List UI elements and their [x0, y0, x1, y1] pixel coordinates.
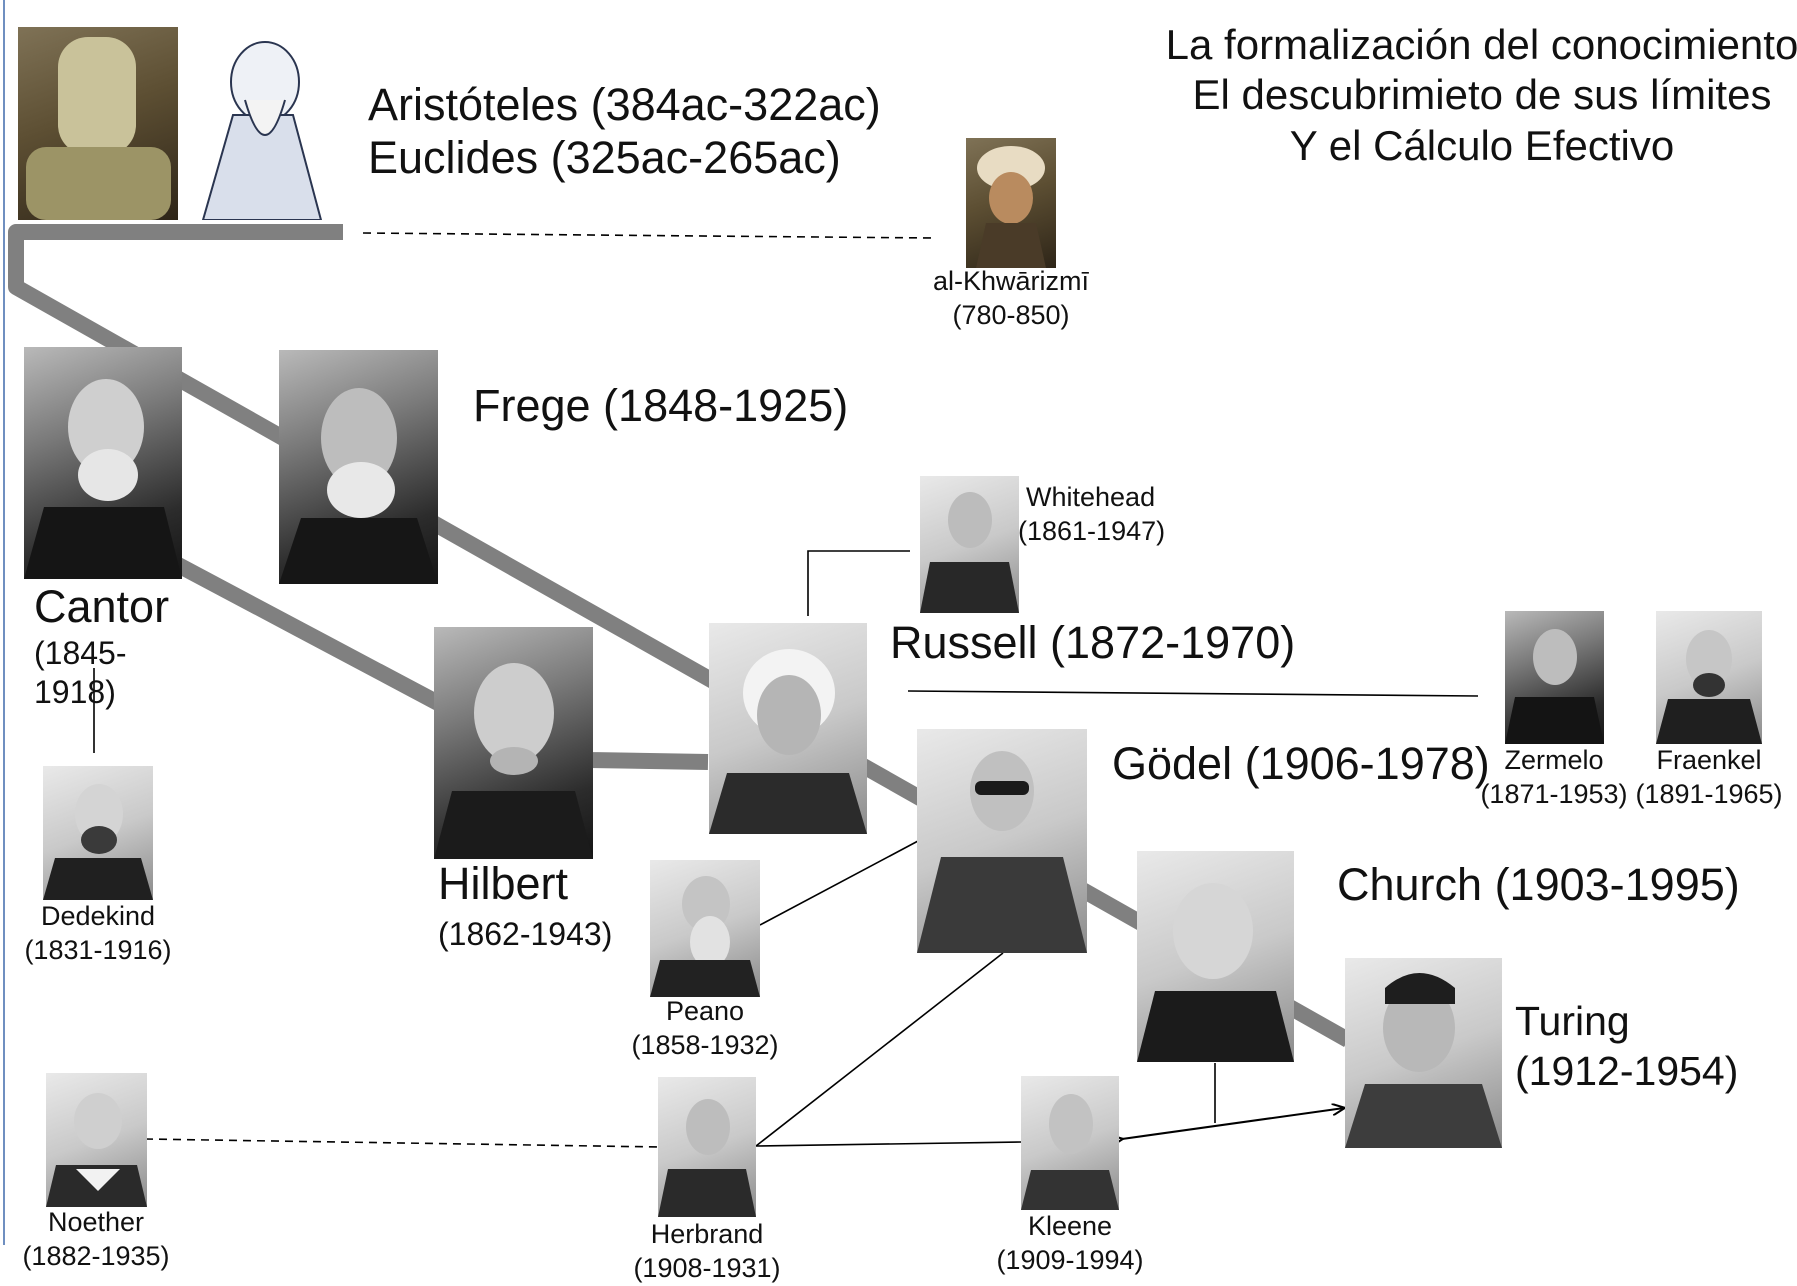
frege-label: Frege (1848-1925): [473, 380, 849, 431]
fraenkel-years: (1891-1965): [1635, 778, 1783, 809]
fraenkel-label: Fraenkel (1891-1965): [1629, 744, 1789, 812]
turing-years: (1912-1954): [1515, 1048, 1739, 1095]
dedekind-portrait: [43, 766, 153, 900]
dedekind-name: Dedekind: [40, 901, 156, 931]
noether-portrait: [46, 1073, 147, 1207]
turing-label: Turing (1912-1954): [1515, 996, 1738, 1096]
cantor-years-a: (1845-: [34, 635, 127, 671]
left-margin-rule: [3, 0, 5, 1245]
hilbert-name: Hilbert: [438, 858, 569, 909]
zermelo-years: (1871-1953): [1480, 778, 1628, 809]
euclides-portrait: [193, 20, 333, 220]
zermelo-label: Zermelo (1871-1953): [1474, 744, 1634, 812]
peano-years: (1858-1932): [631, 1029, 779, 1060]
dedekind-years: (1831-1916): [24, 934, 172, 965]
hilbert-label: Hilbert (1862-1943): [438, 857, 612, 954]
whitehead-years: (1861-1947): [1018, 515, 1166, 546]
turing-portrait: [1345, 958, 1502, 1148]
euclides-label: Euclides (325ac-265ac): [368, 132, 841, 184]
godel-portrait: [917, 729, 1087, 953]
cantor-years: (1845- 1918): [34, 634, 127, 712]
peano-name: Peano: [665, 996, 745, 1026]
church-label: Church (1903-1995): [1337, 859, 1740, 910]
zermelo-name: Zermelo: [1504, 745, 1604, 775]
herbrand-name: Herbrand: [650, 1219, 764, 1249]
link-peano-godel: [759, 840, 919, 926]
aristoteles-portrait: [18, 27, 178, 220]
hilbert-years: (1862-1943): [438, 916, 613, 953]
cantor-name: Cantor: [34, 581, 170, 632]
whitehead-portrait: [920, 476, 1019, 613]
peano-label: Peano (1858-1932): [625, 995, 785, 1063]
dedekind-label: Dedekind (1831-1916): [18, 900, 178, 968]
aristoteles-label: Aristóteles (384ac-322ac): [368, 79, 881, 130]
kleene-portrait: [1021, 1076, 1119, 1210]
khwarizmi-name: al-Khwārizmī: [932, 266, 1090, 296]
kleene-label: Kleene (1909-1994): [990, 1210, 1150, 1278]
herbrand-portrait: [658, 1077, 756, 1217]
herbrand-years: (1908-1931): [633, 1252, 781, 1283]
link-herbrand-kleene: [755, 1141, 1023, 1147]
khwarizmi-portrait: [966, 138, 1056, 268]
link-whitehead-russell: [807, 550, 910, 616]
noether-years: (1882-1935): [22, 1240, 170, 1271]
frege-portrait: [279, 350, 438, 584]
trunk-greek: [8, 224, 1352, 1047]
dashed-link-noether-herbrand: [144, 1138, 661, 1148]
fraenkel-portrait: [1656, 611, 1762, 744]
link-godel-herbrand: [755, 952, 1004, 1147]
hilbert-portrait: [434, 627, 593, 859]
fraenkel-name: Fraenkel: [1656, 745, 1762, 775]
title-line-1: La formalización del conocimiento: [1165, 21, 1797, 68]
zermelo-portrait: [1505, 611, 1604, 744]
whitehead-name: Whitehead: [1026, 482, 1156, 512]
khwarizmi-years: (780-850): [952, 299, 1070, 330]
aristoteles-euclides-label: Aristóteles (384ac-322ac) Euclides (325a…: [368, 78, 881, 184]
dashed-link-euclides-khwarizmi: [362, 232, 934, 239]
title-line-2: El descubrimieto de sus límites: [1192, 71, 1772, 119]
noether-name: Noether: [47, 1207, 145, 1237]
herbrand-label: Herbrand (1908-1931): [627, 1218, 787, 1286]
cantor-years-b: 1918): [34, 674, 116, 711]
turing-name: Turing: [1515, 998, 1630, 1044]
russell-portrait: [709, 623, 867, 834]
godel-label: Gödel (1906-1978): [1112, 738, 1490, 789]
slide-title: La formalización del conocimiento El des…: [1142, 20, 1797, 171]
peano-portrait: [650, 860, 760, 997]
cantor-label: Cantor: [34, 580, 169, 633]
khwarizmi-label: al-Khwārizmī (780-850): [931, 265, 1091, 333]
title-line-3: Y el Cálculo Efectivo: [1289, 121, 1675, 169]
kleene-years: (1909-1994): [996, 1244, 1144, 1275]
noether-label: Noether (1882-1935): [16, 1206, 176, 1274]
cantor-portrait: [24, 347, 182, 579]
link-russell-zermelo: [907, 690, 1479, 697]
whitehead-label: Whitehead (1861-1947): [1018, 481, 1165, 549]
russell-label: Russell (1872-1970): [890, 617, 1296, 668]
church-portrait: [1137, 851, 1294, 1062]
kleene-name: Kleene: [1027, 1211, 1113, 1241]
arrow-kleene-turing: [1122, 1108, 1344, 1139]
